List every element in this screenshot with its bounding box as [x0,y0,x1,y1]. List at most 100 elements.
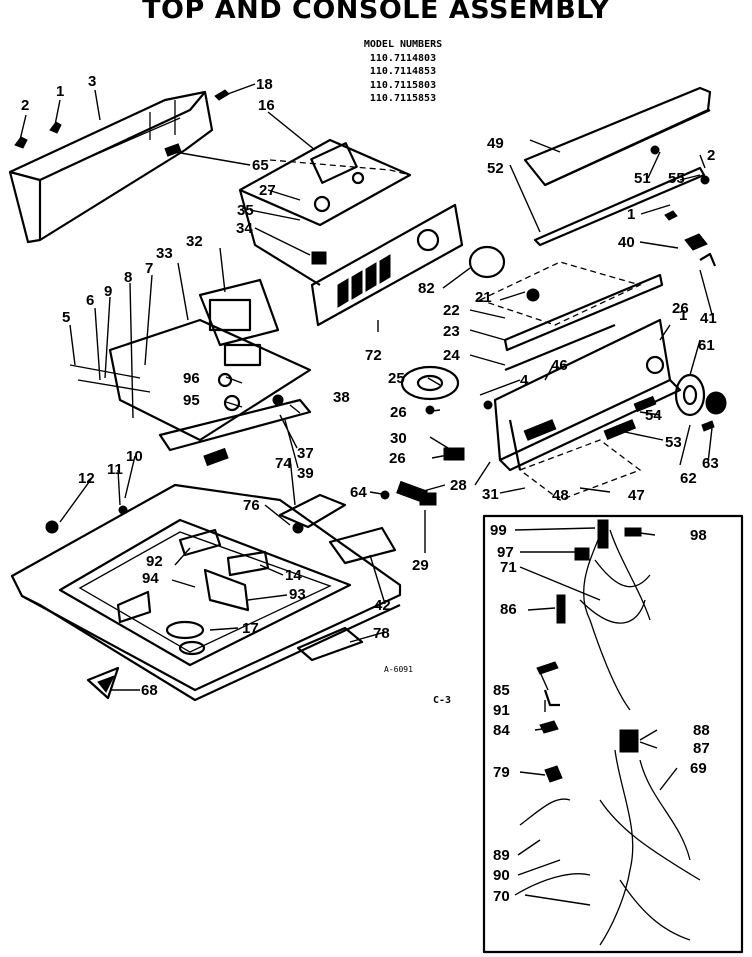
callout-10: 10 [126,448,143,465]
callout-78: 78 [373,625,390,642]
callout-12: 12 [78,470,95,487]
callout-1: 1 [56,83,64,100]
callout-40: 40 [618,234,635,251]
trim-strips [468,245,664,372]
callout-24: 24 [443,347,460,364]
callout-54: 54 [645,407,662,424]
callout-34: 34 [236,220,253,237]
leader-lines [19,83,714,906]
callout-76: 76 [243,497,260,514]
callout-27: 27 [259,182,276,199]
callout-71: 71 [500,559,517,576]
callout-64: 64 [350,484,367,501]
callout-98: 98 [690,527,707,544]
callout-5: 5 [62,309,70,326]
callout-32: 32 [186,233,203,250]
callout-69: 69 [690,760,707,777]
callout-1: 1 [679,307,687,324]
callout-22: 22 [443,302,460,319]
callout-29: 29 [412,557,429,574]
model-number: 110.7114853 [369,66,437,77]
callout-26: 26 [390,404,407,421]
callout-38: 38 [333,389,350,406]
switch-parts [380,365,493,506]
callout-35: 35 [237,202,254,219]
callout-53: 53 [665,434,682,451]
callout-26: 26 [672,300,689,317]
callout-2: 2 [21,97,29,114]
callout-46: 46 [551,357,568,374]
model-number: 110.7114803 [369,52,437,64]
callout-28: 28 [450,477,467,494]
callout-92: 92 [146,553,163,570]
callout-93: 93 [289,586,306,603]
callout-14: 14 [285,567,302,584]
callout-70: 70 [493,888,510,905]
callout-85: 85 [493,682,510,699]
main-top-panel [10,483,402,702]
callout-4: 4 [520,372,529,389]
callout-23: 23 [443,323,460,340]
callout-21: 21 [475,289,492,306]
drawing-code: A-6091 [384,665,413,674]
callout-86: 86 [500,601,517,618]
callout-94: 94 [142,570,159,587]
backsplash-panel [8,90,214,244]
callout-1: 1 [627,206,635,223]
callout-51: 51 [634,170,651,187]
callout-61: 61 [698,337,715,354]
callout-88: 88 [693,722,710,739]
page-code: C-3 [433,695,451,706]
callout-52: 52 [487,160,504,177]
callout-90: 90 [493,867,510,884]
callout-17: 17 [242,620,259,637]
callout-37: 37 [297,445,314,462]
model-number: 110.7115853 [369,93,437,104]
callout-49: 49 [487,135,504,152]
console-control-panel [310,203,464,327]
model-heading: MODEL NUMBERS [363,39,443,50]
callout-62: 62 [680,470,697,487]
callout-39: 39 [297,465,314,482]
dial-parts [674,373,727,432]
console-end-cap [523,86,717,267]
callout-labels: 2 1 3 18 16 65 27 35 34 33 32 7 8 9 6 5 … [21,73,719,905]
callout-79: 79 [493,764,510,781]
control-housing [238,138,412,286]
console-rear-panel [493,318,682,501]
callout-91: 91 [493,702,510,719]
callout-8: 8 [124,269,132,286]
callout-48: 48 [552,487,569,504]
callout-26: 26 [389,450,406,467]
callout-18: 18 [256,76,273,93]
callout-2: 2 [707,147,715,164]
callout-84: 84 [493,722,510,739]
wiring-harness-inset [482,514,744,954]
callout-68: 68 [141,682,158,699]
model-numbers-block: MODEL NUMBERS 110.7114803 110.7114853 11… [318,38,488,106]
model-number: 110.7115803 [369,79,437,91]
callout-9: 9 [104,283,112,300]
callout-63: 63 [702,455,719,472]
callout-33: 33 [156,245,173,262]
callout-72: 72 [365,347,382,364]
callout-3: 3 [88,73,96,90]
callout-74: 74 [275,455,292,472]
callout-6: 6 [86,292,94,309]
callout-99: 99 [490,522,507,539]
callout-82: 82 [418,280,435,297]
callout-55: 55 [668,170,685,187]
lid-hinge [86,666,120,700]
callout-30: 30 [390,430,407,447]
callout-87: 87 [693,740,710,757]
callout-16: 16 [258,97,275,114]
callout-95: 95 [183,392,200,409]
lid-switch-parts [278,493,397,662]
callout-41: 41 [700,310,717,327]
callout-96: 96 [183,370,200,387]
callout-42: 42 [374,597,391,614]
callout-97: 97 [497,544,514,561]
callout-25: 25 [388,370,405,387]
callout-65: 65 [252,157,269,174]
